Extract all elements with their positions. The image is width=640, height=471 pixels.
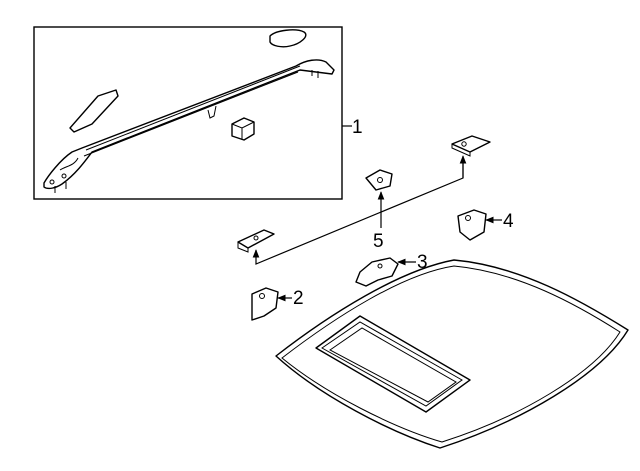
roof-panel[interactable] [275, 259, 629, 449]
trim-piece [69, 89, 119, 133]
callout-4: 4 [503, 211, 514, 232]
callout-5: 5 [373, 231, 384, 252]
bracket-5[interactable] [365, 169, 393, 191]
bracket-2[interactable] [251, 287, 279, 321]
callout-1: 1 [352, 117, 363, 138]
bracket-3[interactable] [355, 257, 399, 287]
callout-2: 2 [293, 288, 304, 309]
clip-block [231, 117, 255, 141]
callout-3: 3 [417, 252, 428, 273]
end-cover [269, 29, 307, 48]
roof-rack-rail[interactable] [43, 59, 335, 193]
bracket-5-front[interactable] [237, 229, 275, 253]
bracket-5-rear[interactable] [451, 135, 491, 157]
bracket-4[interactable] [457, 209, 487, 241]
